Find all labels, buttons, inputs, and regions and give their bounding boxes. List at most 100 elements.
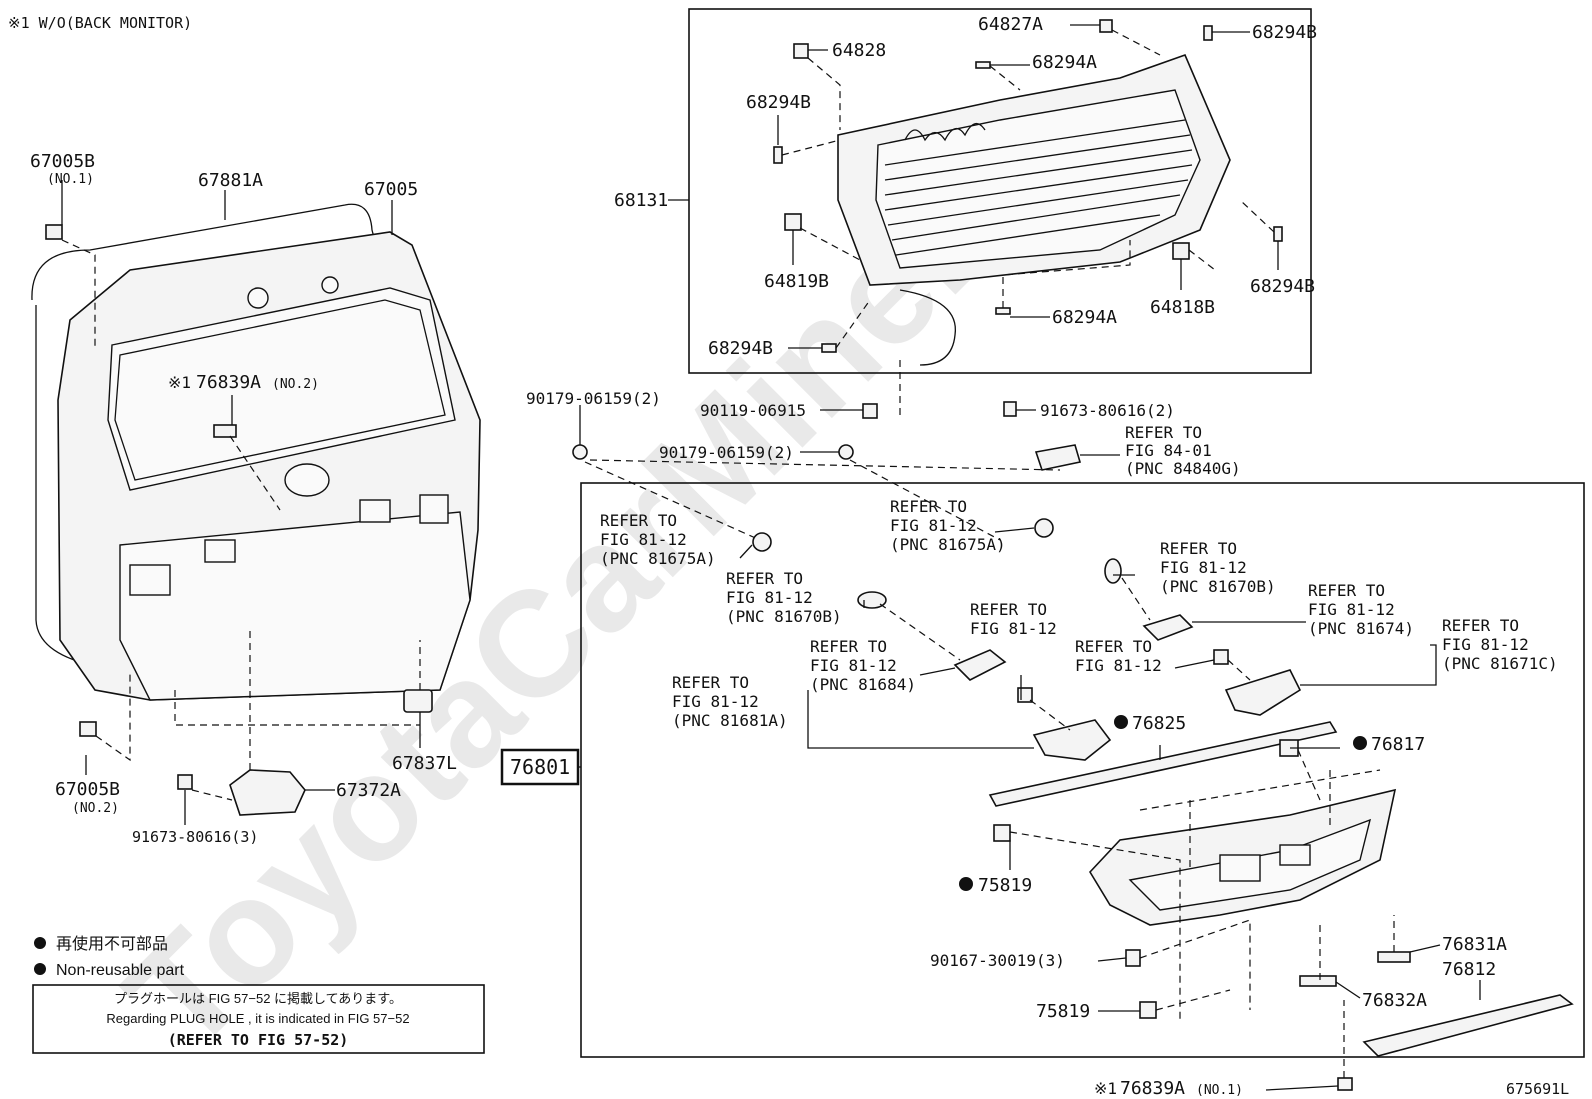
part-68294B-r — [1273, 226, 1283, 242]
ref-81675A-left-line3: (PNC 81675A) — [600, 549, 716, 568]
bullet-76825 — [1114, 715, 1128, 729]
label-76812: 76812 — [1442, 959, 1496, 980]
bolt-91673-2 — [1003, 401, 1017, 417]
legend-bullet-en — [34, 963, 46, 975]
screw-81684-b — [1017, 687, 1033, 703]
label-76839A-no1-sub: (NO.1) — [1196, 1083, 1243, 1098]
back-glass-68131 — [837, 53, 1231, 366]
label-67881A: 67881A — [198, 170, 263, 191]
ref-81674-line1: REFER TO — [1308, 581, 1385, 600]
ref-81684-line3: (PNC 81684) — [810, 675, 916, 694]
ref-81684: REFER TO FIG 81-12 (PNC 81684) — [810, 637, 916, 694]
ref-81684-b-line2: FIG 81-12 — [970, 619, 1057, 638]
label-91673-3: 91673-80616(3) — [132, 828, 258, 846]
label-67005B-no2: 67005B — [55, 779, 120, 800]
label-64818B: 64818B — [1150, 297, 1215, 318]
label-75819-a: 75819 — [978, 875, 1032, 896]
garnish-group-box — [580, 482, 1585, 1058]
label-64819B: 64819B — [764, 271, 829, 292]
part-76831A — [1377, 951, 1411, 963]
gasket-81674 — [1142, 614, 1194, 641]
label-76832A: 76832A — [1362, 990, 1427, 1011]
label-90179-mid: 90179-06159(2) — [659, 443, 794, 462]
ref-plain: REFER TO FIG 81-12 — [1075, 637, 1162, 675]
part-68294B-l — [773, 146, 783, 164]
label-91673-2: 91673-80616(2) — [1040, 401, 1175, 420]
ref-81671C-line3: (PNC 81671C) — [1442, 654, 1558, 673]
ref-81671C-line2: FIG 81-12 — [1442, 635, 1529, 654]
ref-81681A: REFER TO FIG 81-12 (PNC 81681A) — [672, 673, 788, 730]
label-76817: 76817 — [1371, 734, 1425, 755]
plug-note-line2: Regarding PLUG HOLE , it is indicated in… — [106, 1011, 409, 1026]
label-76801: 76801 — [510, 755, 570, 779]
lamp-81671C — [1224, 669, 1302, 716]
legend-en: Non-reusable part — [56, 962, 185, 979]
ref-81674-line2: FIG 81-12 — [1308, 600, 1395, 619]
ref-84840G-line2: FIG 84-01 — [1125, 441, 1212, 460]
part-64819B — [784, 213, 802, 231]
part-68294B-bl — [821, 343, 837, 353]
label-76839A-no2-mark: ※1 — [168, 373, 191, 392]
nut-90179-mid — [838, 444, 854, 460]
bolt-90119 — [862, 403, 878, 419]
bullet-75819-a — [959, 877, 973, 891]
clip-67005B-2 — [79, 721, 97, 737]
bullet-76817 — [1353, 736, 1367, 750]
ref-81684-b-line1: REFER TO — [970, 600, 1047, 619]
legend-jp: 再使用不可部品 — [56, 935, 168, 953]
glass-group-box — [688, 8, 1312, 374]
label-67005: 67005 — [364, 179, 418, 200]
label-90119: 90119-06915 — [700, 401, 806, 420]
label-67837L: 67837L — [392, 753, 457, 774]
back-door-garnish-76801 — [1089, 769, 1397, 926]
bulb-81670B-l — [857, 591, 887, 609]
label-76839A-no2: 76839A — [196, 372, 261, 393]
header-note: ※1 W/O(BACK MONITOR) — [8, 14, 192, 32]
ref-81670B-left: REFER TO FIG 81-12 (PNC 81670B) — [726, 569, 842, 626]
garnish-76812 — [1362, 994, 1574, 1057]
ref-81675A-left: REFER TO FIG 81-12 (PNC 81675A) — [600, 511, 716, 568]
label-64827A: 64827A — [978, 14, 1043, 35]
plug-note-line1: プラグホールは FIG 57−52 に掲載してあります。 — [114, 991, 402, 1006]
ref-81671C: REFER TO FIG 81-12 (PNC 81671C) — [1442, 616, 1558, 673]
bolt-91673-3 — [177, 774, 193, 790]
ref-plain-line1: REFER TO — [1075, 637, 1152, 656]
ref-81670B-right-line3: (PNC 81670B) — [1160, 577, 1276, 596]
ref-81670B-left-line2: FIG 81-12 — [726, 588, 813, 607]
label-67005B-no2-sub: (NO.2) — [72, 801, 119, 816]
plug-note-line3: (REFER TO FIG 57-52) — [168, 1031, 349, 1049]
ref-81670B-right-line2: FIG 81-12 — [1160, 558, 1247, 577]
lamp-81681A — [1032, 719, 1112, 761]
part-68294A-bot — [995, 307, 1011, 315]
label-68294B-tr: 68294B — [1252, 22, 1317, 43]
lock-67372A — [229, 769, 306, 816]
clip-75819-a — [993, 824, 1011, 842]
bulb-81675A-r — [1034, 518, 1054, 538]
clip-67005B-1 — [45, 224, 63, 240]
plug-note-box — [32, 984, 485, 1054]
label-68294B-l: 68294B — [746, 92, 811, 113]
back-door-assembly — [31, 203, 481, 701]
ref-81670B-right-line1: REFER TO — [1160, 539, 1237, 558]
ref-81675A-left-line2: FIG 81-12 — [600, 530, 687, 549]
ref-81675A-right-line2: FIG 81-12 — [890, 516, 977, 535]
ref-84840G: REFER TO FIG 84-01 (PNC 84840G) — [1125, 423, 1241, 478]
ref-81681A-line2: FIG 81-12 — [672, 692, 759, 711]
figure-id: 675691L — [1506, 1080, 1569, 1098]
label-90167: 90167-30019(3) — [930, 951, 1065, 970]
ref-81675A-right-line3: (PNC 81675A) — [890, 535, 1006, 554]
ref-81670B-left-line1: REFER TO — [726, 569, 803, 588]
label-68131: 68131 — [614, 190, 668, 211]
nut-90179-top — [572, 444, 588, 460]
clip-75819-b — [1139, 1001, 1157, 1019]
ref-81670B-left-line3: (PNC 81670B) — [726, 607, 842, 626]
lamp-84840G — [1034, 444, 1082, 471]
ref-81675A-left-line1: REFER TO — [600, 511, 677, 530]
ref-81681A-line3: (PNC 81681A) — [672, 711, 788, 730]
ref-81675A-right-line1: REFER TO — [890, 497, 967, 516]
label-68294B-bl: 68294B — [708, 338, 773, 359]
ref-81684-line2: FIG 81-12 — [810, 656, 897, 675]
ref-84840G-line3: (PNC 84840G) — [1125, 459, 1241, 478]
label-76839A-no1-mark: ※1 — [1094, 1079, 1117, 1098]
label-76831A: 76831A — [1442, 934, 1507, 955]
